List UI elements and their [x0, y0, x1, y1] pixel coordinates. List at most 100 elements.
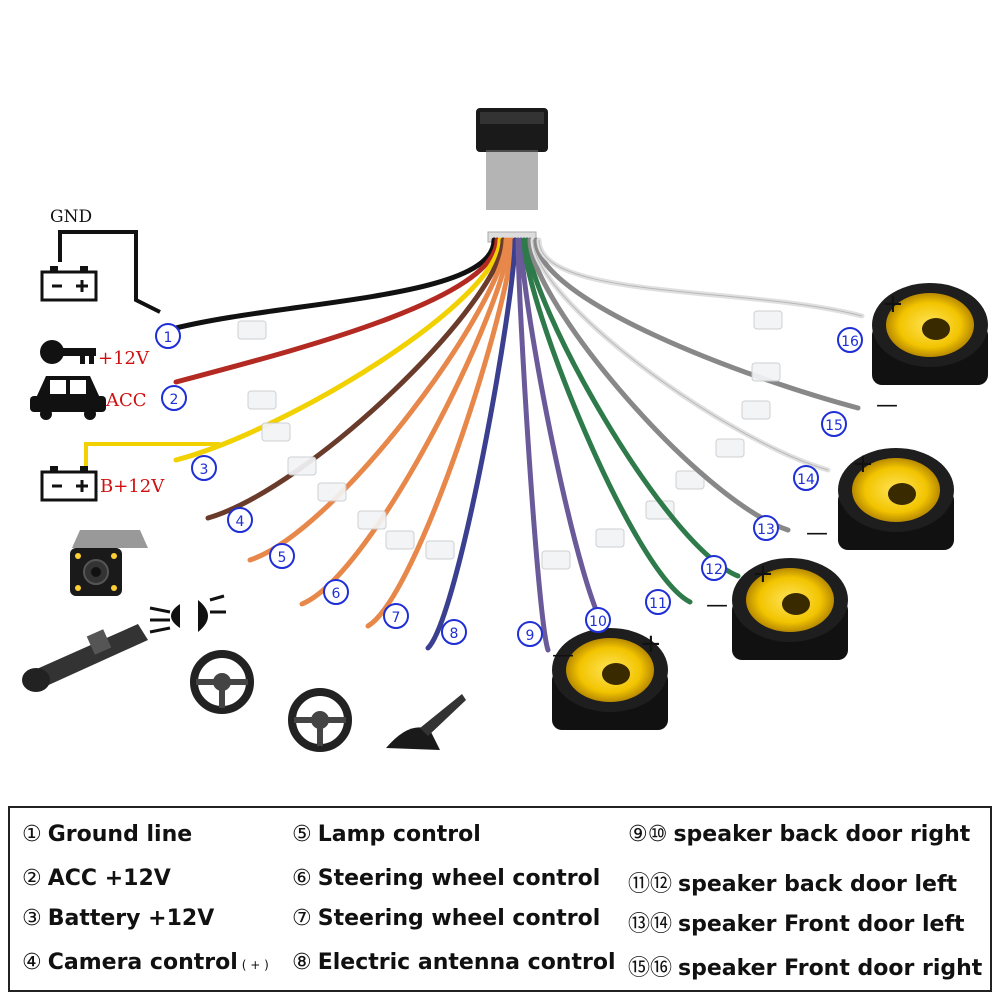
wire-number-11: 11 — [649, 596, 667, 612]
wire-sleeve-3 — [261, 422, 291, 442]
camera-icon — [70, 530, 148, 596]
legend-number: ⑨⑩ — [628, 822, 668, 847]
wire-number-12: 12 — [705, 562, 723, 578]
gnd-label: GND — [50, 207, 92, 227]
light-stalk-icon — [22, 624, 148, 692]
legend-number: ① — [22, 822, 42, 847]
wire-number-circle-8 — [441, 619, 467, 645]
wire-number-5: 5 — [278, 550, 287, 566]
wire-sleeve-9 — [541, 550, 571, 570]
wire-number-16: 16 — [841, 334, 859, 350]
wiring-diagram: GND +12V ACC B+12V — [22, 108, 988, 752]
car-icon — [30, 376, 106, 420]
wire-8 — [425, 237, 518, 651]
legend-suffix: ( + ) — [241, 958, 269, 972]
battery-label: B+12V — [100, 476, 165, 497]
wire-4 — [205, 237, 506, 521]
legend-number: ⑦ — [292, 906, 312, 931]
wire-number-1: 1 — [164, 330, 173, 346]
legend-text: speaker Front door left — [678, 912, 965, 937]
headlamp-icon — [149, 594, 226, 634]
wire-9 — [515, 237, 551, 653]
speaker-plus-1: + — [640, 629, 662, 659]
legend-text: ACC +12V — [47, 866, 171, 891]
wire-sleeve-6 — [357, 510, 387, 530]
legend-number: ⑬⑭ — [628, 912, 673, 937]
wire-15 — [533, 237, 861, 411]
legend-number: ② — [22, 866, 42, 891]
wire-number-circle-14 — [793, 465, 819, 491]
wire-16 — [536, 237, 865, 319]
wire-sleeve-12 — [675, 470, 705, 490]
wire-sleeve-5 — [317, 482, 347, 502]
wire-number-9: 9 — [526, 628, 535, 644]
wire-number-circle-5 — [269, 543, 295, 569]
legend-number: ⑤ — [292, 822, 312, 847]
legend-text: speaker Front door right — [678, 956, 983, 981]
wire-sleeve-13 — [715, 438, 745, 458]
wire-sleeve-14 — [741, 400, 771, 420]
legend-number: ⑮⑯ — [628, 956, 673, 981]
wire-number-circle-6 — [323, 579, 349, 605]
antenna-icon — [386, 694, 466, 750]
acc-label: ACC — [105, 390, 147, 411]
wire-number-circle-15 — [821, 411, 847, 437]
legend-text: speaker back door right — [673, 822, 971, 847]
speaker-icon-3 — [838, 448, 954, 550]
legend-number: ⑥ — [292, 866, 312, 891]
speaker-plus-3: + — [852, 449, 874, 479]
wire-sleeve-16 — [753, 310, 783, 330]
wires — [165, 237, 865, 653]
wire-number-3: 3 — [200, 462, 209, 478]
wire-sleeve-1 — [237, 320, 267, 340]
wire-number-circle-4 — [227, 507, 253, 533]
wire-sleeve-2 — [247, 390, 277, 410]
speakers: +—+—+—+— — [552, 283, 988, 730]
battery-icon-gnd — [40, 266, 98, 302]
speaker-minus-2: — — [706, 593, 728, 618]
legend-number: ④ — [22, 950, 42, 975]
wire-sleeve-7 — [385, 530, 415, 550]
legend-text: speaker back door left — [678, 872, 958, 897]
wire-number-8: 8 — [450, 626, 459, 642]
wire-number-15: 15 — [825, 418, 843, 434]
legend-number: ③ — [22, 906, 42, 931]
wire-number-circle-13 — [753, 515, 779, 541]
wire-12 — [524, 237, 741, 579]
speaker-icon-4 — [872, 283, 988, 385]
wire-13 — [527, 237, 791, 533]
acc-plus-label: +12V — [98, 348, 150, 369]
legend-text: Battery +12V — [47, 906, 215, 931]
speaker-plus-4: + — [882, 289, 904, 319]
wire-number-13: 13 — [757, 522, 775, 538]
gnd-connection: GND — [50, 207, 161, 314]
steering-wheel-icon-2 — [288, 688, 352, 752]
speaker-plus-2: + — [752, 559, 774, 589]
wire-5 — [247, 237, 509, 563]
legend-text: Ground line — [47, 822, 193, 847]
wire-number-circle-7 — [383, 603, 409, 629]
wire-11 — [521, 237, 693, 605]
wire-1 — [165, 237, 497, 333]
wire-outline-14 — [532, 239, 829, 471]
speaker-icon-1 — [552, 628, 668, 730]
wire-sleeve-15 — [751, 362, 781, 382]
wire-outline-16 — [538, 239, 863, 317]
wire-sleeve-8 — [425, 540, 455, 560]
legend-text: Steering wheel control — [317, 866, 601, 891]
wire-number-circle-1 — [155, 323, 181, 349]
wire-sleeve-10 — [595, 528, 625, 548]
wire-number-2: 2 — [170, 392, 179, 408]
legend-text: Electric antenna control — [317, 950, 616, 975]
